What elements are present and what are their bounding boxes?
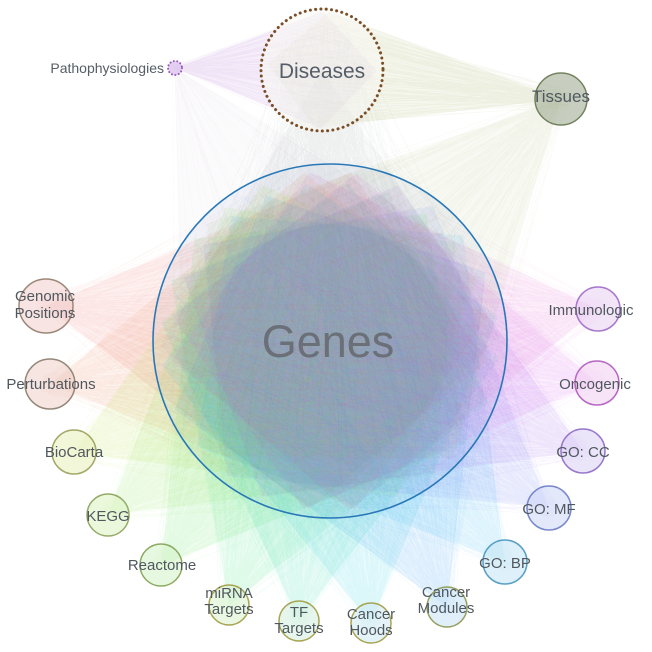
node-biocarta[interactable] <box>51 429 97 475</box>
base-layer <box>153 164 507 518</box>
node-genes[interactable] <box>152 163 508 519</box>
node-diseases[interactable] <box>259 7 385 133</box>
edge-bundle-diseases-genes <box>167 21 491 499</box>
edge-bundle-tissues-diseases <box>269 15 573 124</box>
edge-bundle-go-cc-genes <box>165 177 593 508</box>
edge-wash-diseases-genes <box>160 70 500 501</box>
node-cancer-hoods[interactable] <box>350 602 392 644</box>
node-go-bp[interactable] <box>482 539 528 585</box>
node-tissues[interactable] <box>534 72 588 126</box>
node-go-cc[interactable] <box>560 428 606 474</box>
edge-bundle-tf-targets-genes <box>161 171 500 631</box>
edge-wash-cancer-hoods-genes <box>161 183 499 623</box>
edge-bundle-biocarta-genes <box>64 192 488 508</box>
node-cancer-modules[interactable] <box>426 586 468 628</box>
edge-wash-immunologic-genes <box>171 172 599 510</box>
edge-bundle-immunologic-genes <box>166 197 607 507</box>
edge-bundle-go-mf-genes <box>160 178 559 518</box>
node-oncogenic[interactable] <box>574 360 620 406</box>
edge-bundle-go-bp-genes <box>163 178 514 572</box>
edge-wash-genomic-positions-genes <box>46 172 489 510</box>
node-kegg[interactable] <box>86 493 130 537</box>
node-reactome[interactable] <box>139 543 183 587</box>
edge-wash-layer <box>46 11 599 623</box>
edge-bundle-genomic-positions-genes <box>34 182 489 490</box>
genes-circle-fill <box>153 164 507 518</box>
edge-bundle-perturbations-genes <box>39 175 493 507</box>
node-immunologic[interactable] <box>575 286 621 332</box>
edge-bundle-kegg-genes <box>99 171 483 524</box>
node-genomic-positions[interactable] <box>18 278 74 334</box>
node-go-mf[interactable] <box>526 485 572 531</box>
node-pathophysiologies[interactable] <box>167 60 183 76</box>
edge-wash-perturbations-genes <box>50 173 488 509</box>
edge-bundle-pathophysiologies-genes <box>171 65 497 506</box>
edge-bundle-cancer-modules-genes <box>164 180 497 616</box>
edge-wash-oncogenic-genes <box>172 173 597 509</box>
edge-wash-tf-targets-genes <box>161 182 499 621</box>
edge-bundle-tissues-genes <box>164 87 572 511</box>
edge-wash-kegg-genes <box>108 207 456 516</box>
edge-bundle-cancer-hoods-genes <box>166 175 482 632</box>
node-tf-targets[interactable] <box>278 600 320 642</box>
node-perturbations[interactable] <box>24 358 76 410</box>
edge-bundle-reactome-genes <box>151 172 493 573</box>
edge-bundle-oncogenic-genes <box>168 174 607 503</box>
edge-line-layer <box>34 15 607 632</box>
edge-wash-go-cc-genes <box>183 185 583 497</box>
node-mirna-targets[interactable] <box>208 584 250 626</box>
edge-wash-reactome-genes <box>161 213 466 566</box>
edge-wash-biocarta-genes <box>74 185 477 497</box>
edge-wash-go-bp-genes <box>196 216 506 562</box>
edge-wash-go-mf-genes <box>203 205 550 508</box>
node-layer <box>18 7 621 644</box>
edge-wash-cancer-modules-genes <box>174 195 486 607</box>
edge-wash-mirna-targets-genes <box>171 192 489 605</box>
edge-wash-tissues-genes <box>207 99 561 459</box>
node-label-pathophysiologies: Pathophysiologies <box>50 60 164 76</box>
edge-bundle-mirna-targets-genes <box>176 176 499 614</box>
